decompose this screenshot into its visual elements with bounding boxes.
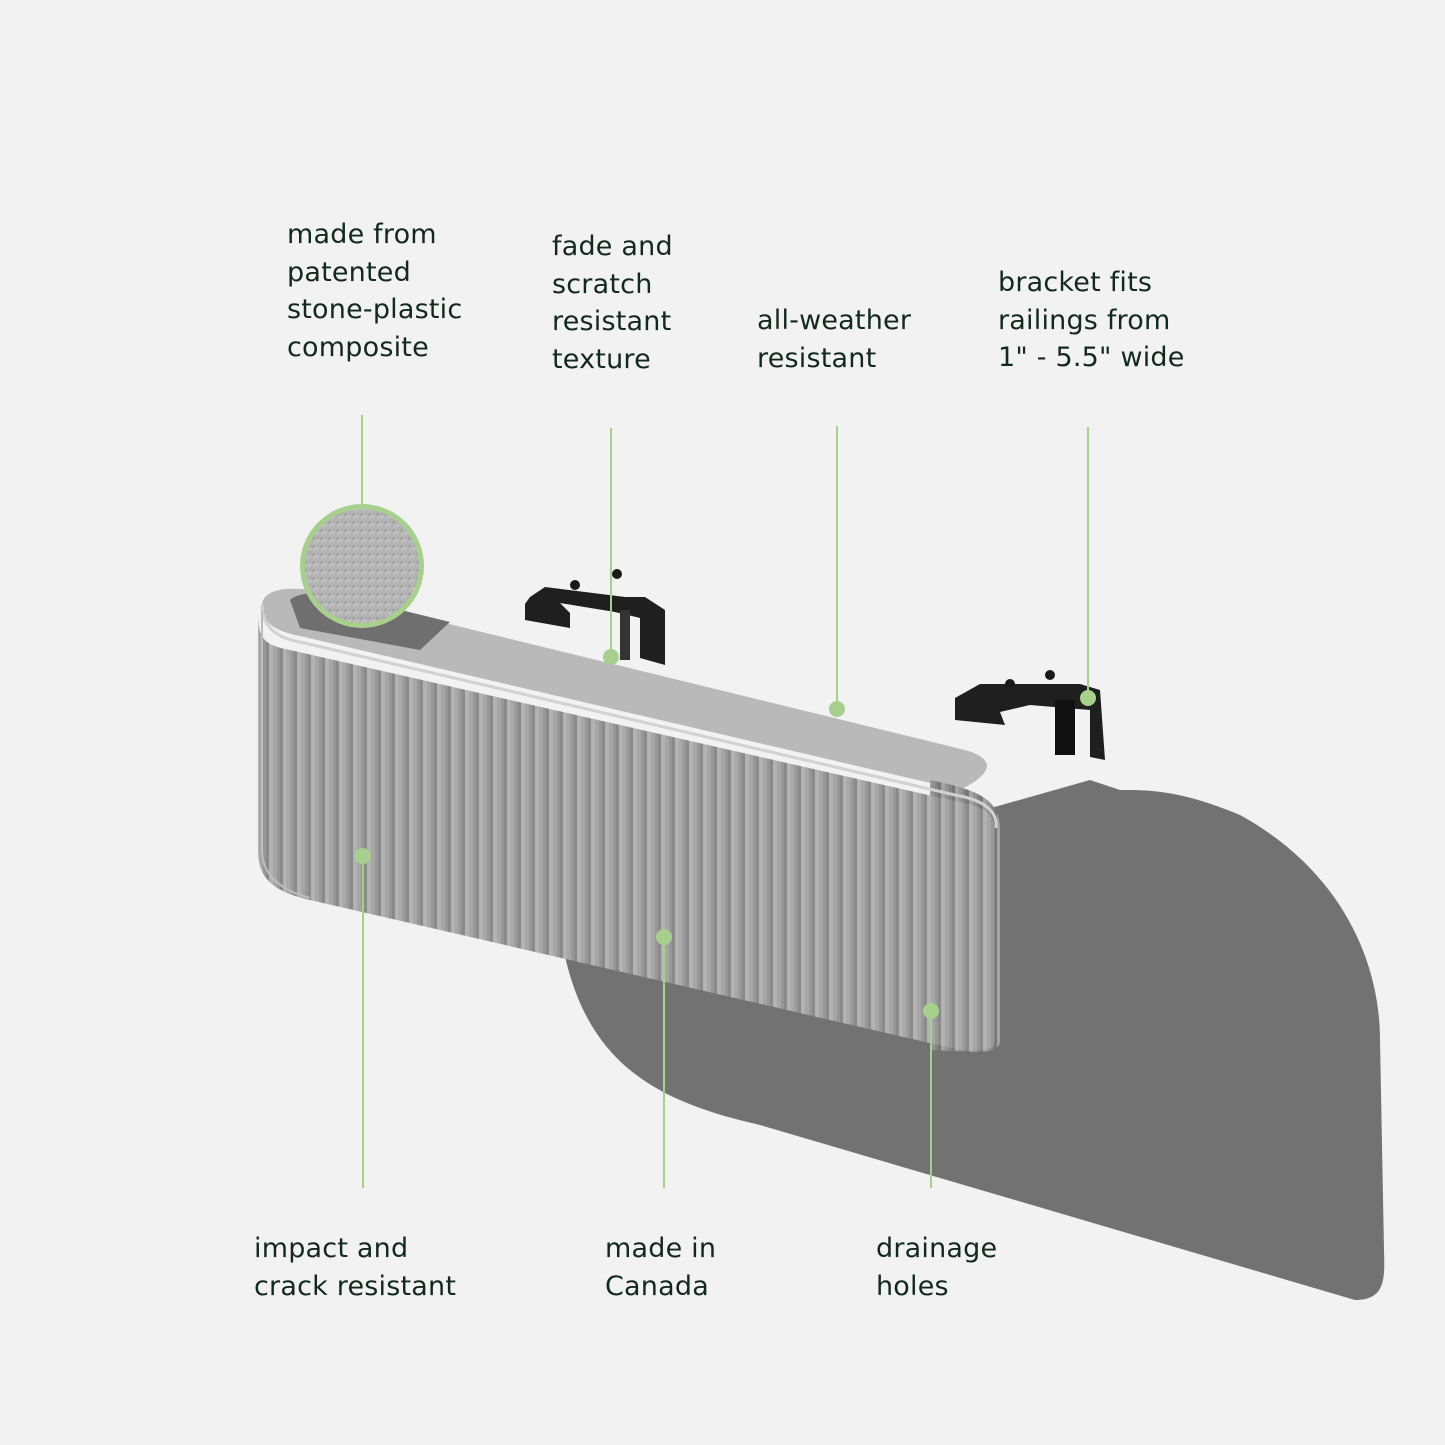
rail-bracket-left [525,569,665,665]
callout-dot-icon [829,701,845,717]
callout-dot-icon [355,848,371,864]
feature-label-origin: made in Canada [605,1233,717,1302]
callout-dot-icon [603,649,619,665]
feature-label-bracket: bracket fits railings from 1" - 5.5" wid… [998,267,1185,373]
callout-dot-icon [923,1003,939,1019]
feature-label-material: made from patented stone-plastic composi… [287,219,463,363]
stone-texture-swatch-icon [300,504,424,628]
planter-rim [260,604,998,829]
feature-label-weather: all-weather resistant [757,305,912,374]
callout-dots [355,649,1096,1019]
callout-dot-icon [1080,690,1096,706]
planter-front-face [258,612,995,1051]
rail-bracket-right [955,670,1105,760]
feature-label-texture: fade and scratch resistant texture [552,231,673,375]
feature-label-drainage: drainage holes [876,1233,998,1302]
callout-lines [361,415,1089,1188]
feature-label-impact: impact and crack resistant [254,1233,457,1302]
planter-interior [262,588,987,790]
callout-dot-icon [656,929,672,945]
